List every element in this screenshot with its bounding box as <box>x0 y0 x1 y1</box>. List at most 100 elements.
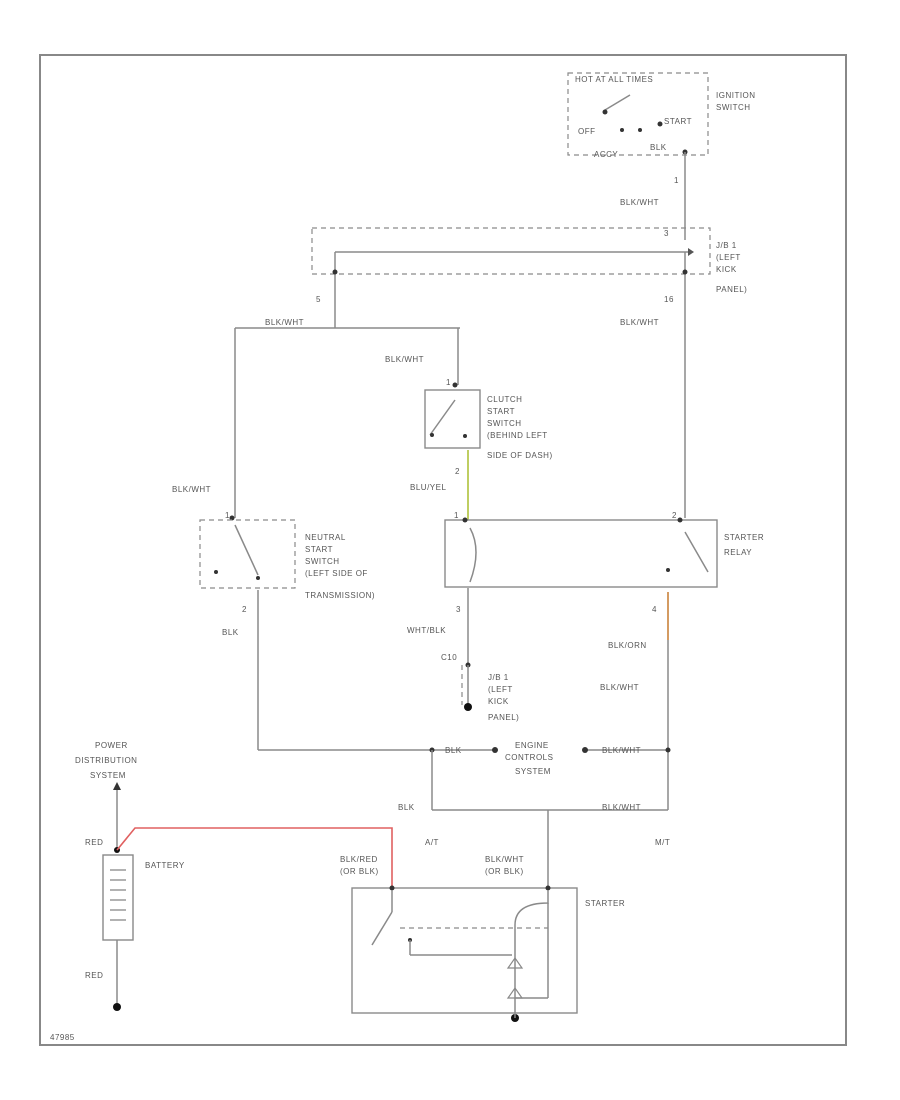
clutch-switch-box <box>424 389 481 449</box>
ecs-right-wire-label: BLK/WHT <box>602 746 641 755</box>
relay-contact-arm <box>684 531 709 573</box>
clutch-pin-bottom: 2 <box>455 467 460 476</box>
starter-relay-box <box>444 519 718 588</box>
starter-feed-wire-label-1: BLK/WHT <box>485 855 524 864</box>
ignition-switch: HOT AT ALL TIMES IGNITION SWITCH OFF STA… <box>567 72 756 240</box>
ecs-label-2: CONTROLS <box>505 753 553 762</box>
clutch-pin-top: 1 <box>446 378 451 387</box>
neutral-pivot-dot <box>256 576 260 580</box>
clutch-contact-dot <box>463 434 467 438</box>
ignition-switch-box <box>567 72 709 156</box>
jb1-bottom-label-2: (LEFT <box>488 685 513 694</box>
power-label-2: DISTRIBUTION <box>75 756 137 765</box>
ignition-contact-arm <box>604 94 631 111</box>
ignition-pivot-dot <box>602 109 608 115</box>
neutral-label-4: (LEFT SIDE OF <box>305 569 368 578</box>
ignition-switch-label-2: SWITCH <box>716 103 751 112</box>
ecs-label-1: ENGINE <box>515 741 549 750</box>
neutral-label-3: SWITCH <box>305 557 340 566</box>
relay-contact-dot <box>666 568 670 572</box>
jb1-bottom-label-4: PANEL) <box>488 713 519 722</box>
neutral-out-wire-label: BLK <box>222 628 239 637</box>
relay-label-2: RELAY <box>724 548 752 557</box>
starter-solenoid-arm <box>371 911 393 946</box>
relay-pin4: 4 <box>652 605 657 614</box>
ignition-start-label: START <box>664 117 692 126</box>
neutral-switch-box <box>199 519 296 589</box>
jb1-top-pin-right: 16 <box>664 295 674 304</box>
clutch-label-2: START <box>487 407 515 416</box>
relay-pin1: 1 <box>454 511 459 520</box>
jb1-bottom-label-3: KICK <box>488 697 509 706</box>
relay-coil-out-label: WHT/BLK <box>407 626 446 635</box>
jb1-bottom-label-1: J/B 1 <box>488 673 509 682</box>
relay-out-wire-label: BLK/ORN <box>608 641 647 650</box>
neutral-contact-dot <box>214 570 218 574</box>
clutch-start-switch: 1 CLUTCH START SWITCH (BEHIND LEFT SIDE … <box>410 378 553 520</box>
neutral-label-1: NEUTRAL <box>305 533 346 542</box>
relay-label-1: STARTER <box>724 533 764 542</box>
neutral-pin-top-dot <box>229 515 235 521</box>
clutch-label-1: CLUTCH <box>487 395 522 404</box>
clutch-out-wire-label: BLU/YEL <box>410 483 446 492</box>
jb1-top-right-terminal <box>682 269 688 275</box>
jb1-top-pin-top: 3 <box>664 229 669 238</box>
relay-pin1-dot <box>462 517 468 523</box>
relay-pin2: 2 <box>672 511 677 520</box>
jb1-top-box <box>311 227 711 275</box>
starter-motor-symbol <box>506 956 524 969</box>
battery-label: BATTERY <box>145 861 185 870</box>
ignition-out-wire-label: BLK/WHT <box>620 198 659 207</box>
left-top-wire-label: BLK/WHT <box>265 318 304 327</box>
relay-coil <box>469 527 477 583</box>
ignition-switch-label-1: IGNITION <box>716 91 756 100</box>
neutral-label-5: TRANSMISSION) <box>305 591 375 600</box>
ignition-start-dot <box>657 121 663 127</box>
ecs-right-splice <box>665 747 671 753</box>
jb1-top-label-1: J/B 1 <box>716 241 737 250</box>
mt-wire-label: BLK/WHT <box>602 803 641 812</box>
battery-positive-cable <box>116 827 393 888</box>
starter-box <box>351 887 578 1014</box>
neutral-pin-bottom: 2 <box>242 605 247 614</box>
engine-controls-junction: BLK BLK/WHT ENGINE CONTROLS SYSTEM BLK B… <box>258 741 671 888</box>
jb1-top: 3 J/B 1 (LEFT KICK PANEL) 5 16 <box>311 227 747 304</box>
starter-battery-terminal <box>389 885 395 891</box>
ecs-label-3: SYSTEM <box>515 767 551 776</box>
ignition-accy-dot <box>638 128 642 132</box>
starter-feed-wire-label-2: (OR BLK) <box>485 867 524 876</box>
ecs-left-connector <box>492 747 498 753</box>
jb1-bottom-pin: C10 <box>441 653 457 662</box>
ignition-wire-label: BLK <box>650 143 667 152</box>
battery-pos-wire-label: RED <box>85 838 103 847</box>
power-arrow-icon <box>113 782 121 790</box>
relay-pin2-dot <box>677 517 683 523</box>
power-label-1: POWER <box>95 741 128 750</box>
jb1-top-left-terminal <box>332 269 338 275</box>
ecs-right-connector <box>582 747 588 753</box>
jb1-bottom: C10 J/B 1 (LEFT KICK PANEL) <box>441 653 519 722</box>
ignition-accy-label: ACCY <box>594 150 618 159</box>
starter-batt-wire-label-2: (OR BLK) <box>340 867 379 876</box>
clutch-pivot-dot <box>430 433 434 437</box>
mt-label: M/T <box>655 838 670 847</box>
battery-ground-icon <box>113 1003 121 1011</box>
jb1-ground-icon <box>464 703 472 711</box>
battery-section: POWER DISTRIBUTION SYSTEM RED BATTERY RE… <box>75 741 393 1011</box>
clutch-contact-arm <box>429 399 456 436</box>
diagram-id: 47985 <box>50 1033 75 1042</box>
neutral-in-wire-label: BLK/WHT <box>172 485 211 494</box>
ignition-off-dot <box>620 128 624 132</box>
neutral-label-2: START <box>305 545 333 554</box>
clutch-label-5: SIDE OF DASH) <box>487 451 553 460</box>
starter-batt-wire-label-1: BLK/RED <box>340 855 378 864</box>
at-wire-label: BLK <box>398 803 415 812</box>
jb1-top-arrow <box>688 248 694 256</box>
ignition-off-label: OFF <box>578 127 596 136</box>
clutch-in-wire-label: BLK/WHT <box>385 355 424 364</box>
neutral-contact-arm <box>234 524 259 576</box>
starter-relay: 1 2 STARTER RELAY 3 4 WHT/BLK BLK/ORN BL… <box>407 511 764 810</box>
ecs-left-wire-label: BLK <box>445 746 462 755</box>
battery-body <box>102 854 134 941</box>
